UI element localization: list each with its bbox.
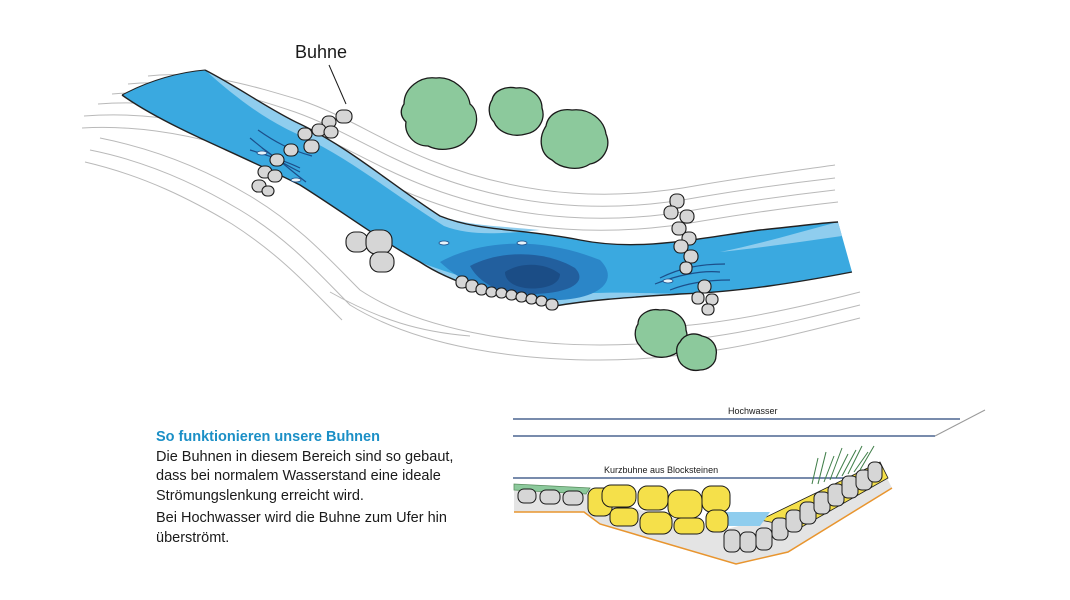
fish-icon <box>438 240 450 246</box>
tree-icon <box>400 77 478 150</box>
tree-icon <box>540 108 609 170</box>
fish-icon <box>290 177 302 183</box>
tree-icon <box>676 333 718 372</box>
block-stones <box>587 484 731 535</box>
info-heading: So funktionieren unsere Buhnen <box>156 429 380 445</box>
fish-icons <box>256 150 674 284</box>
grass-icon <box>811 445 875 485</box>
fish-icon <box>662 278 674 284</box>
info-paragraph-1: Die Buhnen in diesem Bereich sind so geb… <box>156 448 454 504</box>
cross-section: Hochwasser Kurzbuhne aus Blocksteinen <box>513 406 986 565</box>
info-box: So funktionieren unsere Buhnen Die Buhne… <box>156 428 486 551</box>
kurzbuhne-label: Kurzbuhne aus Blocksteinen <box>604 465 718 475</box>
groyne-stones <box>251 109 719 316</box>
fish-icon <box>516 240 528 246</box>
trees <box>400 77 718 372</box>
slope-leader-line <box>934 409 986 437</box>
info-paragraph-2: Bei Hochwasser wird die Buhne zum Ufer h… <box>156 510 447 546</box>
buhne-label: Buhne <box>295 42 347 62</box>
tree-icon <box>488 86 544 136</box>
hochwasser-label: Hochwasser <box>728 406 778 416</box>
fish-icon <box>256 150 268 156</box>
buhne-leader-line <box>328 64 347 105</box>
river <box>121 69 853 307</box>
